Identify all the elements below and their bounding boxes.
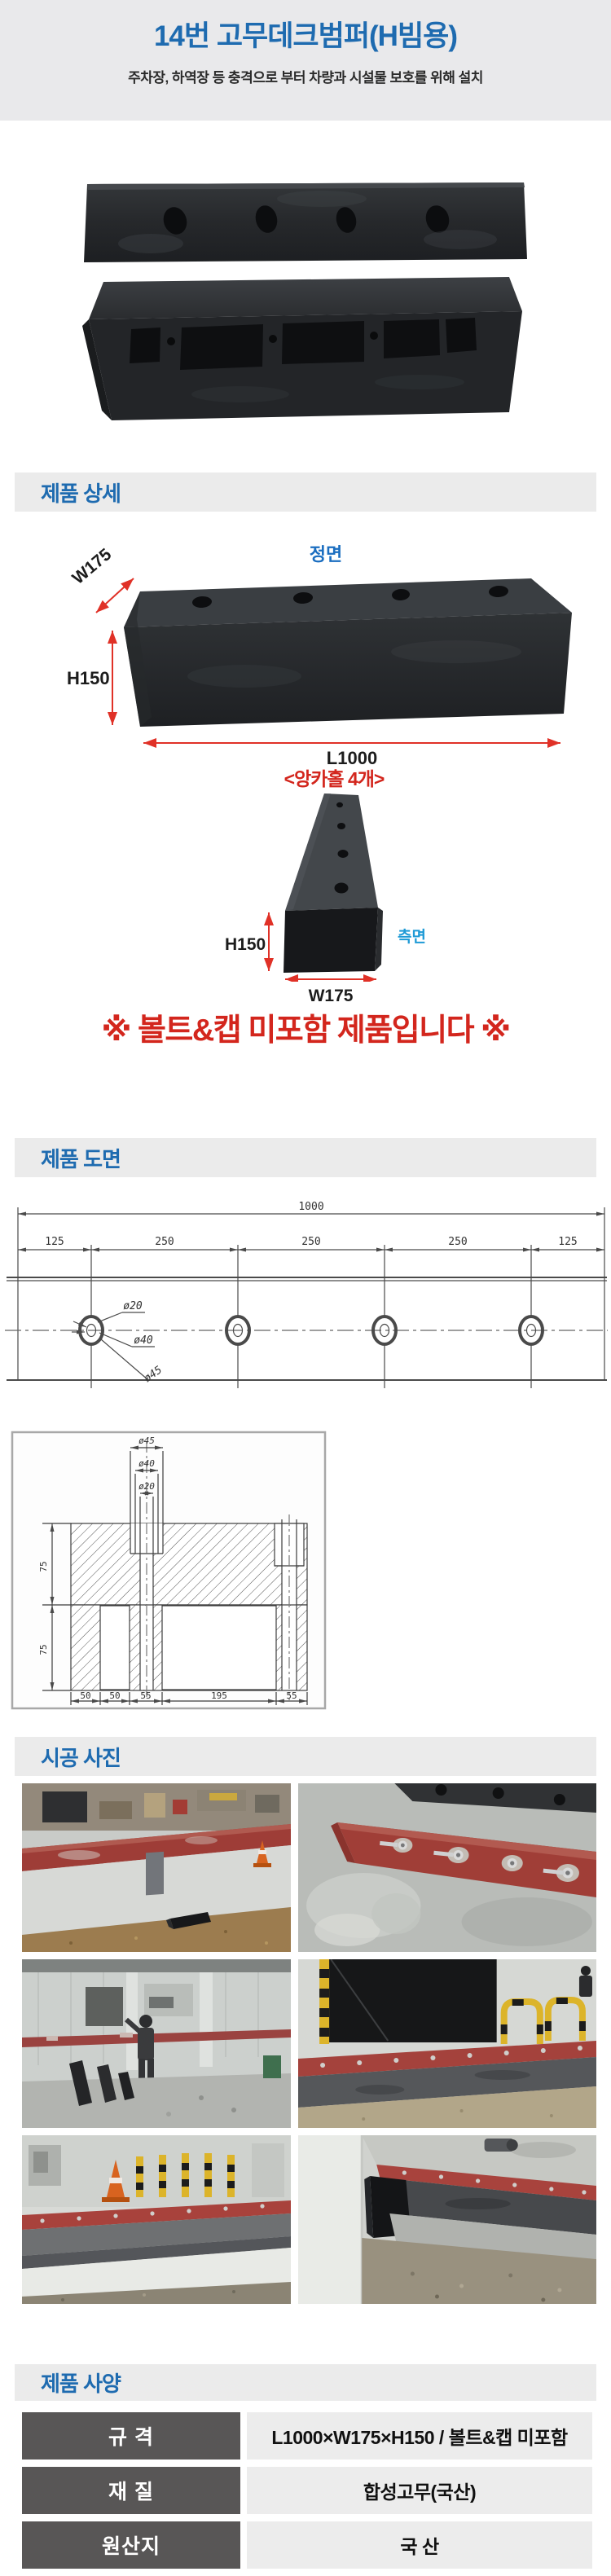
drawing-cross-section: ø45 ø40 ø20 75 75 50 50 55 195 55 [11,1431,327,1710]
section-title-product-specs: 제품 사양 [41,2372,121,2396]
construction-photo-dock-corner [298,2135,596,2304]
drawing-front-elevation: 1000 125 250 250 250 125 ø20 ø40 ø45 [5,1201,608,1388]
construction-photo-grid [22,1783,596,2304]
dim-width-label-front: W175 [68,545,115,588]
detail-figure-side-dim: W175 [309,987,354,1005]
section-title-construction-photos: 시공 사진 [41,1745,121,1770]
section-dim-50b: 50 [109,1690,120,1701]
page-subtitle: 주차장, 하역장 등 충격으로 부터 차량과 시설물 보호를 위해 설치 [128,70,483,86]
detail-figure-front: 정면 W175 H150 L1000 [67,544,572,766]
hole-callout-d45: ø45 [142,1364,165,1385]
bumper-front-piece [84,182,527,262]
section-bar-product-drawing: 제품 도면 [15,1138,596,1177]
drawing-seg-dim-5: 125 [558,1236,577,1248]
anchor-hole-label: <앙카홀 4개> [284,768,385,789]
page-header: 14번 고무데크범퍼(H빔용) 주차장, 하역장 등 충격으로 부터 차량과 시… [0,0,611,121]
section-bar-product-specs: 제품 사양 [15,2364,596,2401]
construction-photo-dock-edge [22,2135,291,2304]
product-photo [82,182,527,420]
dim-height-label-front: H150 [67,668,110,688]
construction-photo-site-beam [22,1783,291,1952]
dim-length-label: L1000 [327,748,377,766]
section-title-product-drawing: 제품 도면 [41,1146,121,1172]
drawing-seg-dim-2: 250 [155,1236,174,1248]
spec-label-size: 규 격 [22,2412,240,2460]
section-dim-195: 195 [211,1690,227,1701]
spec-value-size: L1000×W175×H150 / 볼트&캡 미포함 [247,2412,592,2460]
spec-label-material: 재 질 [22,2467,240,2514]
drawing-seg-dim-3: 250 [301,1236,320,1248]
section-callout-d40: ø40 [138,1458,155,1469]
spec-label-origin: 원산지 [22,2521,240,2569]
page-title: 14번 고무데크범퍼(H빔용) [153,20,458,52]
spec-value-material: 합성고무(국산) [247,2467,592,2514]
spec-table: 규 격 L1000×W175×H150 / 볼트&캡 미포함 재 질 합성고무(… [22,2412,592,2569]
section-callout-d45: ø45 [138,1435,155,1446]
construction-photo-bolt-closeup [298,1783,596,1952]
drawing-total-dim: 1000 [298,1201,323,1213]
section-bar-product-detail: 제품 상세 [15,473,596,512]
spec-row-origin: 원산지 국 산 [22,2521,592,2569]
hole-callout-d40: ø40 [134,1334,153,1347]
section-bar-construction-photos: 시공 사진 [15,1737,596,1776]
section-dim-75-upper: 75 [38,1561,49,1572]
warning-no-bolt-cap: ※ 볼트&캡 미포함 제품입니다 ※ [101,1013,511,1048]
spec-row-material: 재 질 합성고무(국산) [22,2467,592,2514]
construction-photo-dock-guards [298,1959,596,2128]
side-view-label: 측면 [398,928,426,946]
detail-figure-side: <앙카홀 4개> H150 측면 [225,768,426,982]
section-dim-50a: 50 [80,1690,90,1701]
drawing-seg-dim-4: 250 [448,1236,467,1248]
section-dim-75-lower: 75 [38,1644,49,1655]
bumper-rear-piece [82,277,522,420]
construction-photo-worker [22,1959,291,2128]
spec-value-origin: 국 산 [247,2521,592,2569]
dim-height-label-side: H150 [225,935,266,954]
dim-width-label-side: W175 [309,987,354,1005]
front-view-label: 정면 [310,544,342,565]
section-callout-d20: ø20 [138,1481,155,1492]
bumper-3d-side [284,793,383,973]
bumper-3d-front [124,578,572,727]
section-dim-55a: 55 [140,1690,151,1701]
hole-callout-d20: ø20 [123,1300,143,1312]
section-dim-55b: 55 [286,1690,297,1701]
spec-row-size: 규 격 L1000×W175×H150 / 볼트&캡 미포함 [22,2412,592,2460]
drawing-seg-dim-1: 125 [45,1236,64,1248]
section-title-product-detail: 제품 상세 [41,481,121,506]
